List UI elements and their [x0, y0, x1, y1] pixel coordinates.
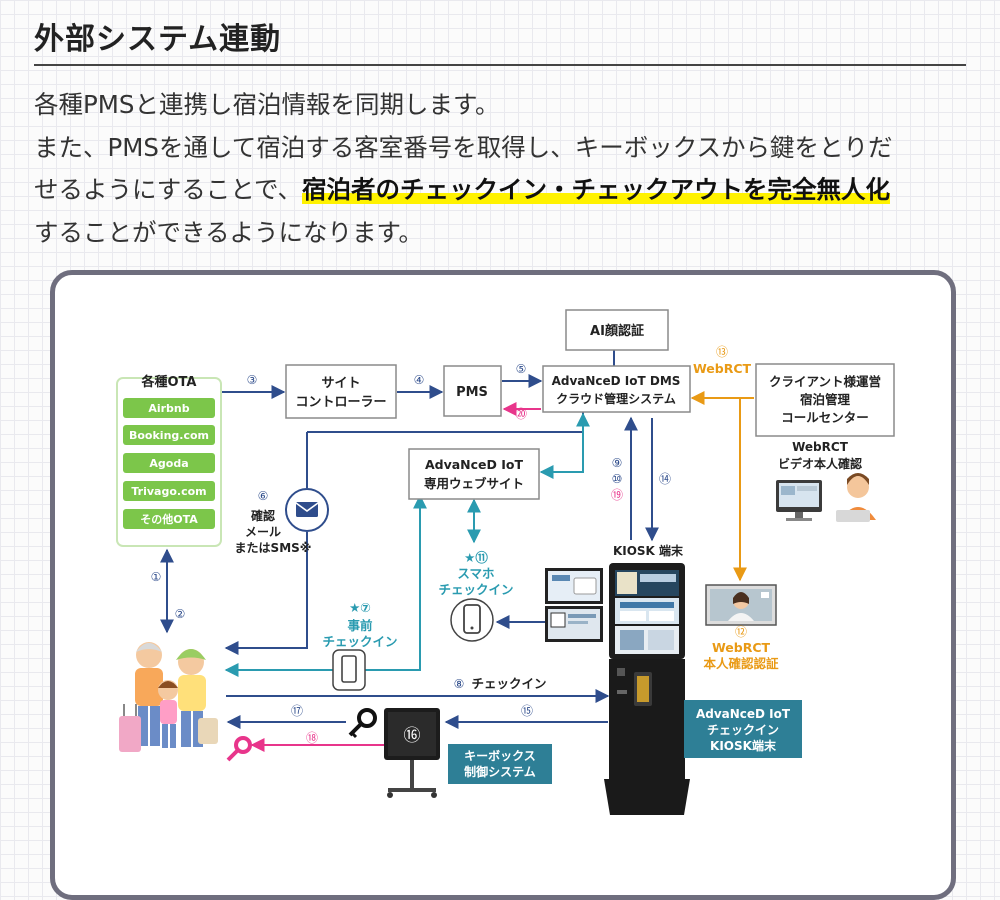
- num-17: ⑰: [291, 704, 303, 718]
- intro-line-3: せるようにすることで、宿泊者のチェックイン・チェックアウトを完全無人化: [34, 169, 974, 212]
- num-11: ★⑪: [464, 550, 488, 565]
- website-box: AdvaNceD IoT 専用ウェブサイト: [408, 448, 540, 500]
- site-controller-box: サイト コントローラー: [285, 364, 397, 419]
- arrow-website-dms: [539, 412, 590, 479]
- client-center-box: クライアント様運営 宿泊管理 コールセンター: [755, 363, 895, 437]
- webrct-top-label: WebRCT: [693, 361, 752, 376]
- intro-line-3-pre: せるようにすることで、: [34, 175, 303, 204]
- num-14: ⑭: [659, 472, 671, 486]
- svg-text:AI顔認証: AI顔認証: [590, 323, 644, 339]
- page-title: 外部システム連動: [34, 22, 282, 57]
- svg-text:キーボックス: キーボックス: [464, 748, 536, 763]
- num-19: ⑲: [611, 488, 623, 502]
- system-diagram: 各種OTA Airbnb Booking.com Agoda Trivago.c…: [116, 309, 895, 815]
- monitor-icon: [776, 480, 822, 521]
- kiosk-screen-thumb-2: [545, 606, 603, 642]
- svg-text:クラウド管理システム: クラウド管理システム: [556, 391, 676, 406]
- keybox-icon: [384, 708, 440, 798]
- smartphone-checkin-2: チェックイン: [438, 582, 513, 597]
- num-10: ⑩: [612, 472, 623, 486]
- webrct-auth-1: WebRCT: [712, 640, 771, 655]
- checkin-arrow-label: チェックイン: [471, 676, 546, 691]
- guests-illustration: [119, 642, 218, 752]
- num-5: ⑤: [516, 362, 527, 376]
- svg-text:Airbnb: Airbnb: [148, 402, 189, 415]
- svg-text:AdvaNceD IoT: AdvaNceD IoT: [425, 457, 524, 472]
- svg-text:チェックイン: チェックイン: [707, 723, 779, 737]
- confirm-mail-1: 確認: [251, 508, 275, 523]
- num-20: ⑳: [515, 407, 527, 421]
- num-15: ⑮: [521, 704, 533, 718]
- svg-text:専用ウェブサイト: 専用ウェブサイト: [424, 476, 524, 491]
- webrct-auth-2: 本人確認認証: [703, 656, 779, 671]
- svg-text:その他OTA: その他OTA: [140, 512, 198, 526]
- svg-text:PMS: PMS: [456, 385, 488, 400]
- intro-line-1: 各種PMSと連携し宿泊情報を同期します。: [34, 90, 500, 119]
- svg-text:コールセンター: コールセンター: [781, 410, 869, 425]
- svg-text:サイト: サイト: [321, 376, 360, 391]
- kiosk-label: KIOSK 端末: [613, 543, 684, 558]
- ota-group: 各種OTA Airbnb Booking.com Agoda Trivago.c…: [116, 374, 222, 547]
- ota-item-trivago: Trivago.com: [123, 481, 215, 501]
- pre-checkin-phone-icon: [332, 649, 366, 691]
- webrct-video-sub: ビデオ本人確認: [778, 456, 862, 471]
- ai-face-box: AI顔認証: [565, 309, 669, 351]
- num-18: ⑱: [306, 731, 318, 745]
- kiosk-screen-thumb-1: [545, 568, 603, 604]
- title-divider: [34, 64, 966, 66]
- dms-box: AdvaNceD IoT DMS クラウド管理システム: [542, 365, 691, 413]
- smartphone-icon: [450, 598, 494, 642]
- ota-item-booking: Booking.com: [123, 425, 215, 445]
- svg-text:コントローラー: コントローラー: [295, 395, 386, 410]
- ota-item-airbnb: Airbnb: [123, 398, 215, 418]
- num-3: ③: [247, 373, 258, 387]
- kiosk-terminal-icon: [604, 563, 690, 815]
- num-6: ⑥: [258, 489, 269, 503]
- svg-text:Trivago.com: Trivago.com: [131, 485, 206, 498]
- intro-line-4: することができるようになります。: [34, 217, 424, 247]
- svg-text:AdvaNceD IoT: AdvaNceD IoT: [696, 707, 791, 721]
- num-2: ②: [175, 607, 186, 621]
- pre-checkin-2: チェックイン: [322, 634, 397, 649]
- num-12: ⑫: [735, 625, 747, 639]
- num-7: ★⑦: [349, 600, 371, 615]
- num-9: ⑨: [612, 456, 623, 470]
- key-icon: [348, 708, 377, 739]
- num-16: ⑯: [404, 726, 421, 746]
- keybox-system-label: キーボックス 制御システム: [448, 744, 552, 784]
- intro-text: 各種PMSと連携し宿泊情報を同期します。 また、PMSを通して宿泊する客室番号を…: [34, 84, 974, 254]
- webrct-video-photo: [705, 584, 777, 626]
- intro-line-2: また、PMSを通して宿泊する客室番号を取得し、キーボックスから鍵をとりだ: [34, 132, 893, 162]
- kiosk-device-label: AdvaNceD IoT チェックイン KIOSK端末: [684, 700, 802, 758]
- svg-text:制御システム: 制御システム: [464, 764, 536, 779]
- svg-text:クライアント様運営: クライアント様運営: [769, 374, 881, 389]
- webrct-video-title: WebRCT: [792, 440, 849, 454]
- num-4: ④: [414, 373, 425, 387]
- svg-text:Booking.com: Booking.com: [129, 429, 209, 442]
- svg-text:KIOSK端末: KIOSK端末: [710, 738, 777, 753]
- svg-text:宿泊管理: 宿泊管理: [800, 392, 851, 407]
- ota-item-agoda: Agoda: [123, 453, 215, 473]
- intro-highlight: 宿泊者のチェックイン・チェックアウトを完全無人化: [302, 175, 891, 204]
- num-13: ⑬: [716, 345, 728, 359]
- arrow-7: [224, 494, 427, 677]
- svg-text:Agoda: Agoda: [149, 457, 188, 470]
- num-1: ①: [151, 570, 162, 584]
- pre-checkin-1: 事前: [347, 618, 373, 633]
- smartphone-checkin-1: スマホ: [457, 566, 494, 581]
- ota-title: 各種OTA: [141, 374, 197, 390]
- ota-item-other: その他OTA: [123, 509, 215, 529]
- num-8: ⑧: [454, 677, 465, 691]
- pink-key-icon: [226, 736, 252, 762]
- operator-icon: [836, 473, 876, 522]
- svg-text:AdvaNceD IoT DMS: AdvaNceD IoT DMS: [552, 374, 681, 388]
- confirm-mail-2: メール: [245, 525, 281, 539]
- confirm-mail-3: またはSMS※: [235, 541, 312, 555]
- mail-icon: [285, 488, 329, 532]
- pms-box: PMS: [443, 365, 502, 417]
